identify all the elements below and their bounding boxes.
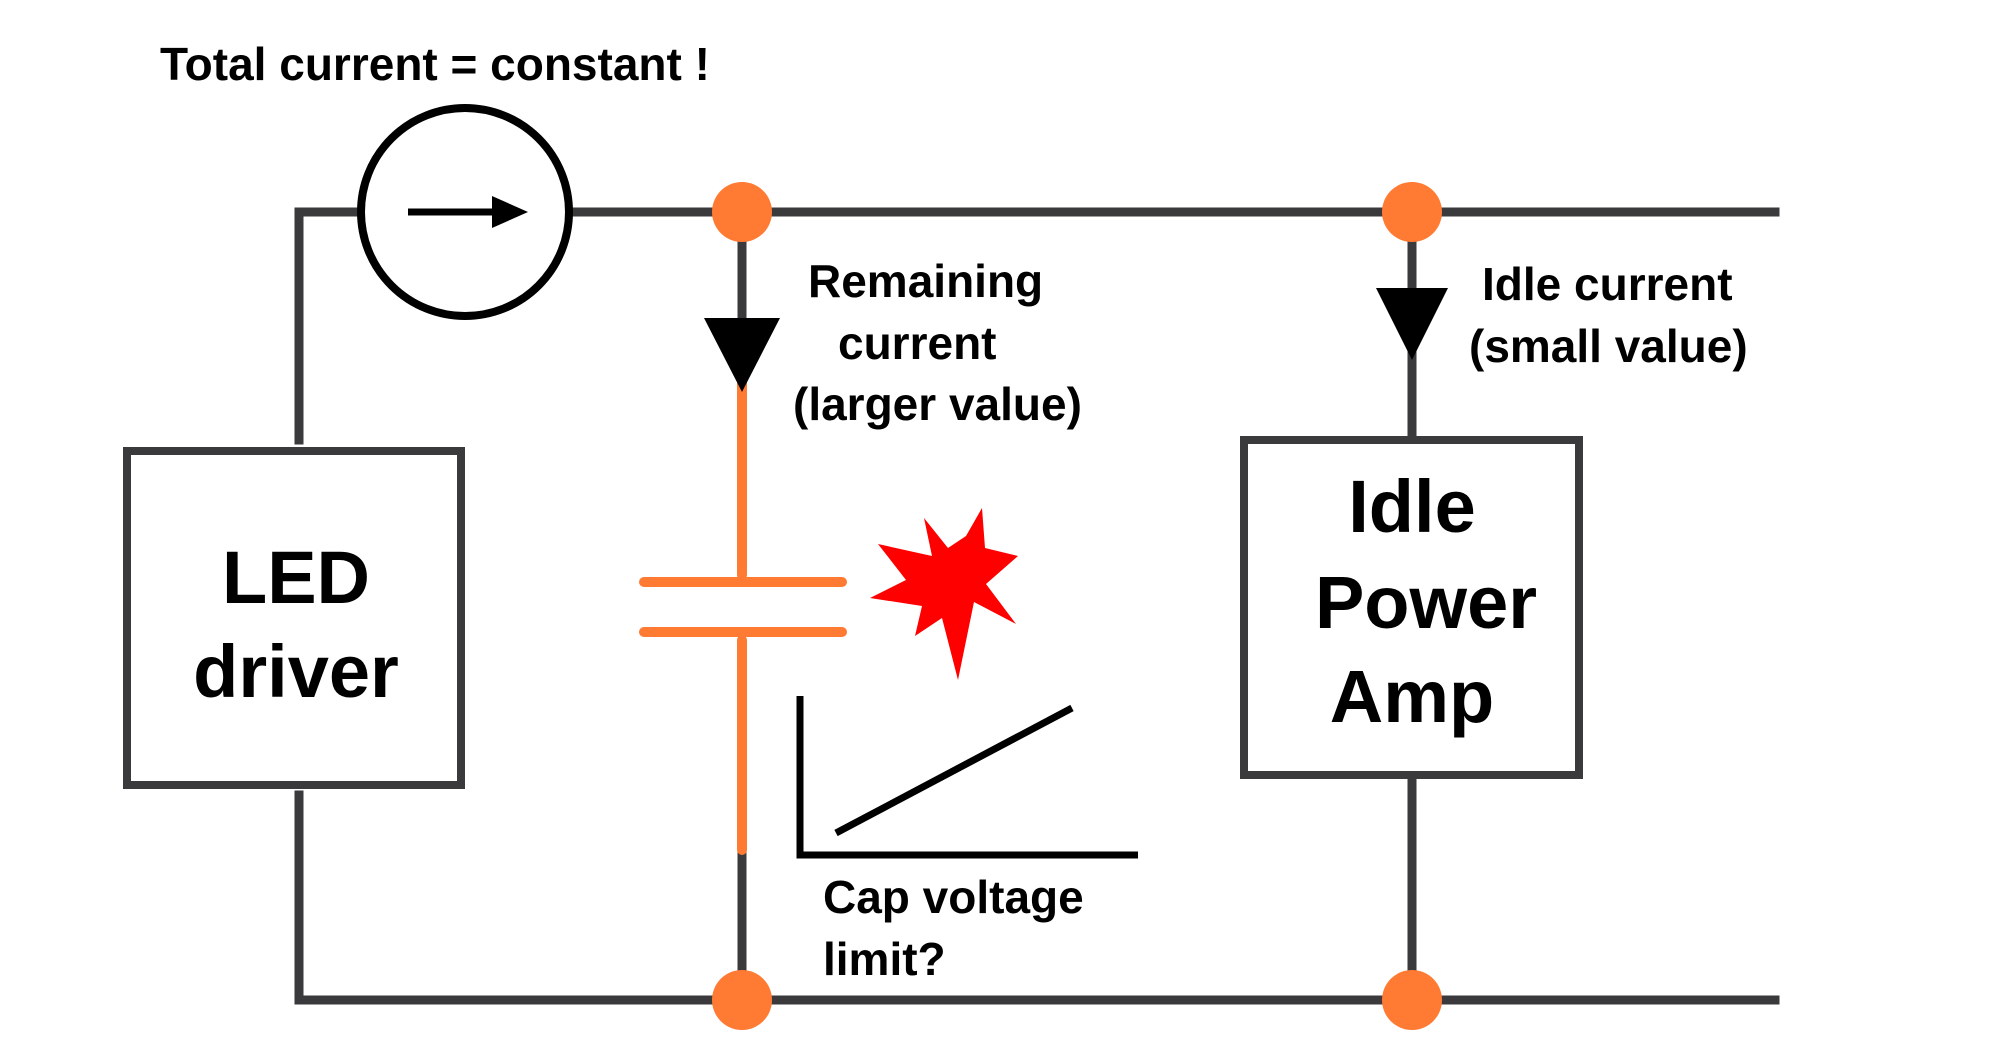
wires xyxy=(294,207,1780,1005)
svg-text:limit?: limit? xyxy=(823,933,946,985)
wire-left-upper xyxy=(294,207,365,445)
junction-nodes xyxy=(712,182,1442,1030)
node-amp-top xyxy=(1382,182,1442,242)
arrow-down-icon xyxy=(1376,288,1448,360)
cap-voltage-graph xyxy=(796,696,1138,859)
svg-text:(small value): (small value) xyxy=(1469,320,1748,372)
spark-icon xyxy=(870,508,1018,680)
svg-text:Remaining: Remaining xyxy=(808,255,1043,307)
led-driver-block: LED driver xyxy=(123,447,465,789)
remaining-current-label: Remaining current (larger value) xyxy=(793,255,1082,430)
amp-label-line3: Amp xyxy=(1330,655,1494,738)
capacitor xyxy=(639,370,847,855)
svg-text:Idle current: Idle current xyxy=(1482,258,1733,310)
wire-left-lower xyxy=(294,790,750,1005)
amp-label-line1: Idle xyxy=(1348,465,1475,548)
node-amp-bottom xyxy=(1382,970,1442,1030)
led-driver-label-line2: driver xyxy=(193,630,399,713)
idle-power-amp-block: Idle Power Amp xyxy=(1240,436,1583,779)
led-driver-label-line1: LED xyxy=(222,536,370,619)
arrow-down-icon xyxy=(704,318,780,392)
node-cap-bottom xyxy=(712,970,772,1030)
idle-current-label: Idle current (small value) xyxy=(1469,258,1748,372)
current-source-icon xyxy=(357,104,573,320)
svg-text:(larger value): (larger value) xyxy=(793,378,1082,430)
svg-text:current: current xyxy=(838,317,996,369)
node-cap-top xyxy=(712,182,772,242)
diagram-title: Total current = constant ! xyxy=(160,38,710,90)
amp-label-line2: Power xyxy=(1315,561,1537,644)
svg-text:Cap voltage: Cap voltage xyxy=(823,871,1084,923)
cap-voltage-limit-label: Cap voltage limit? xyxy=(823,871,1084,985)
